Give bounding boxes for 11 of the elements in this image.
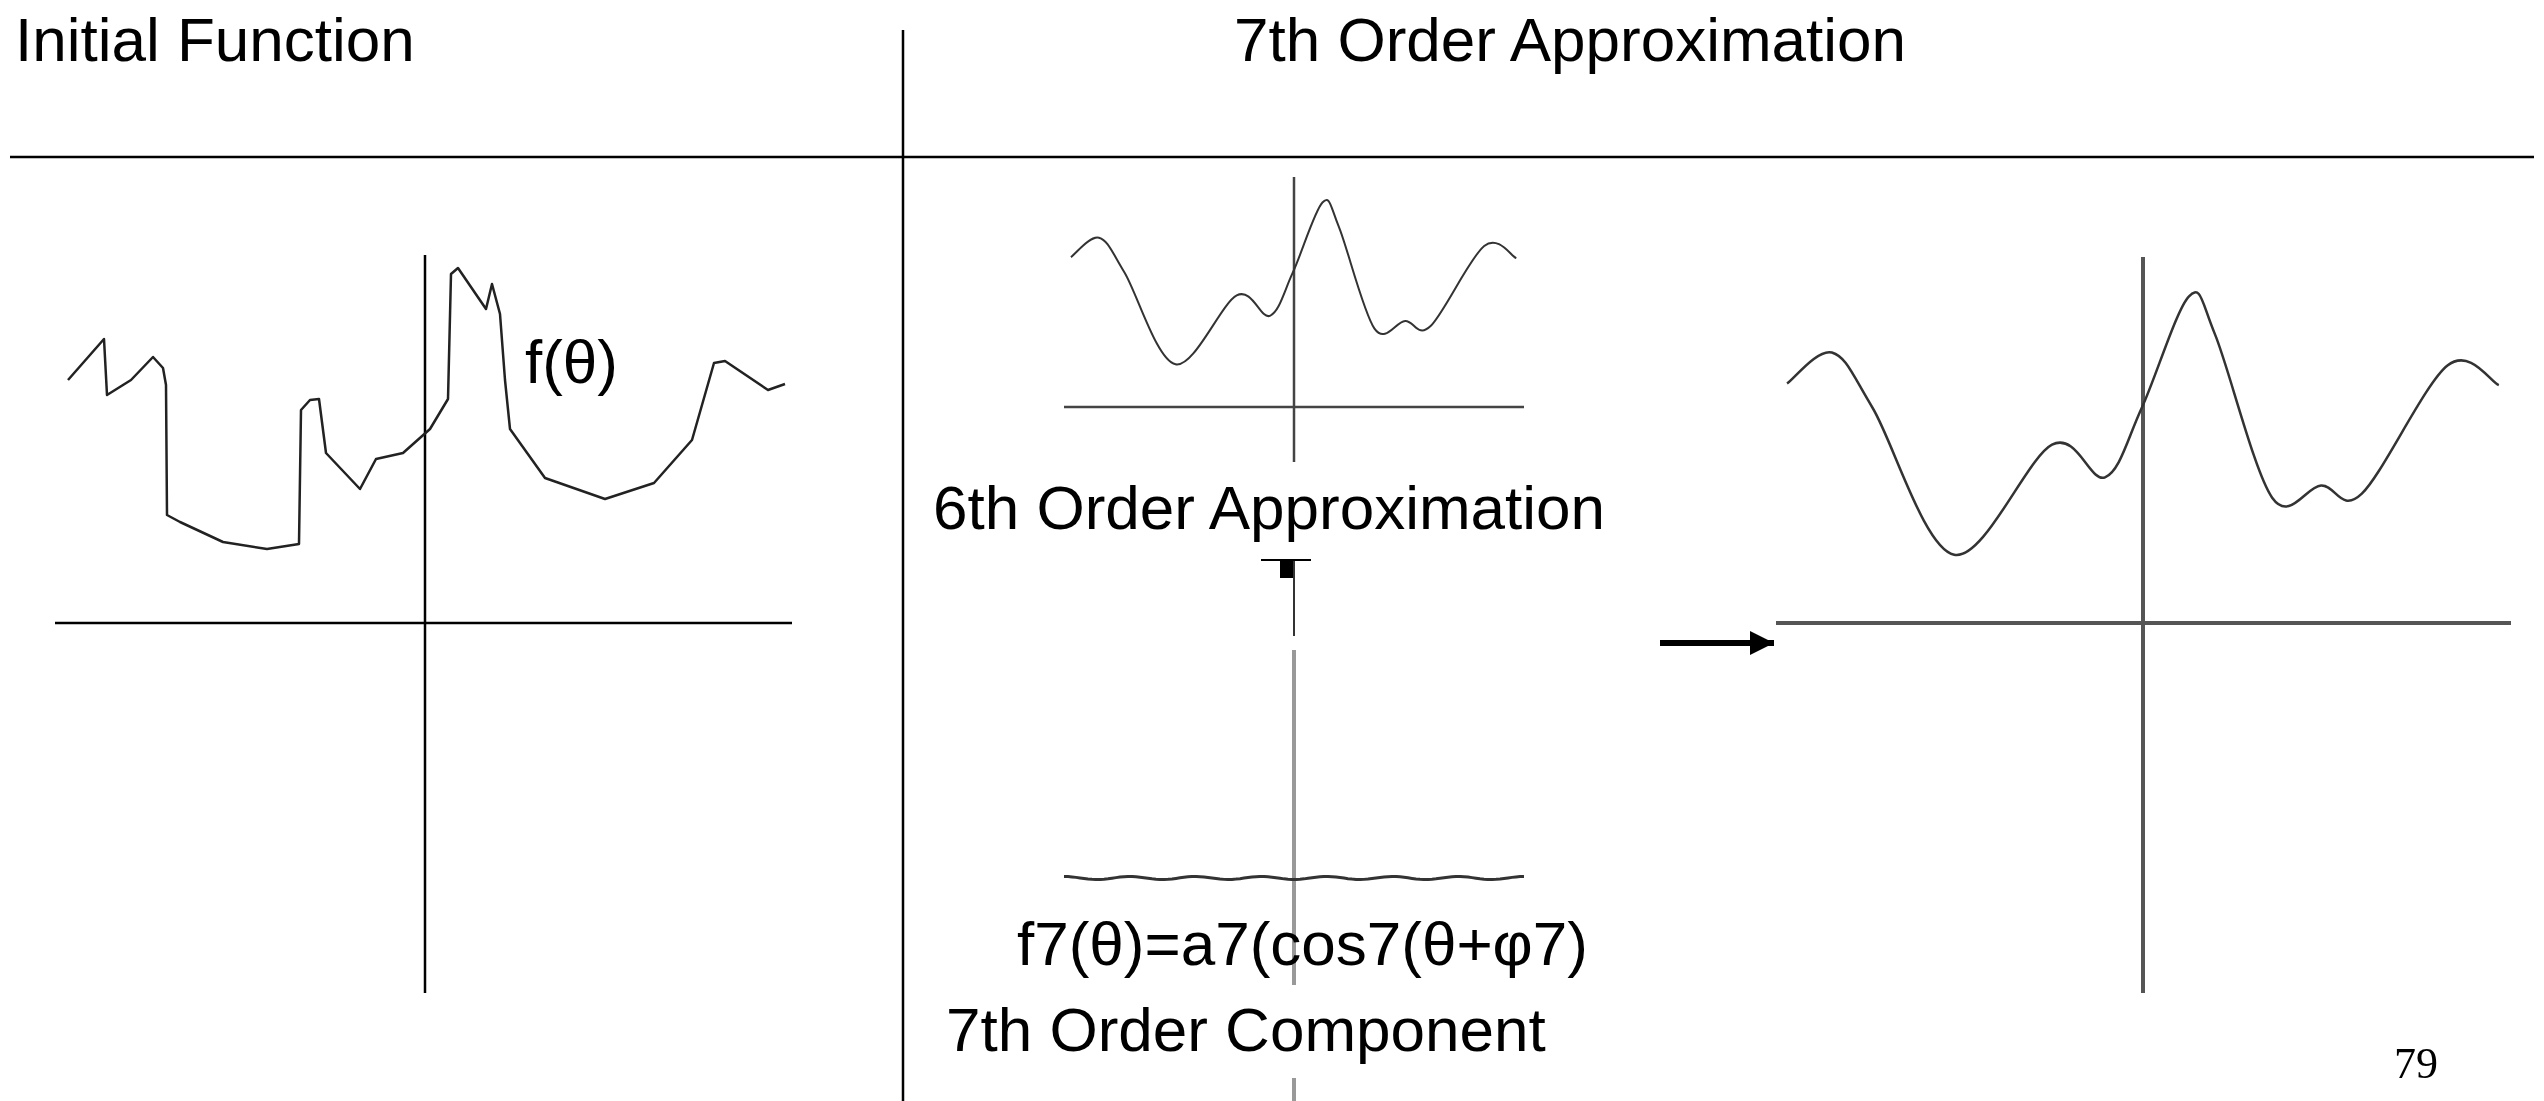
formula: f7(θ)=a7(cos7(θ+φ7) — [1017, 910, 1588, 979]
column-heading: 7th Order Approximation — [1234, 6, 1906, 75]
function-label: f(θ) — [525, 328, 618, 397]
line-graph — [1064, 177, 1524, 462]
plot-caption: 6th Order Approximation — [933, 474, 1605, 543]
column-heading: Initial Function — [15, 6, 415, 75]
line-graph — [55, 255, 792, 993]
page-number: 79 — [2394, 1040, 2438, 1089]
plot-caption: 7th Order Component — [946, 996, 1546, 1065]
arrow — [1660, 631, 1774, 655]
line-graph — [1776, 257, 2511, 993]
